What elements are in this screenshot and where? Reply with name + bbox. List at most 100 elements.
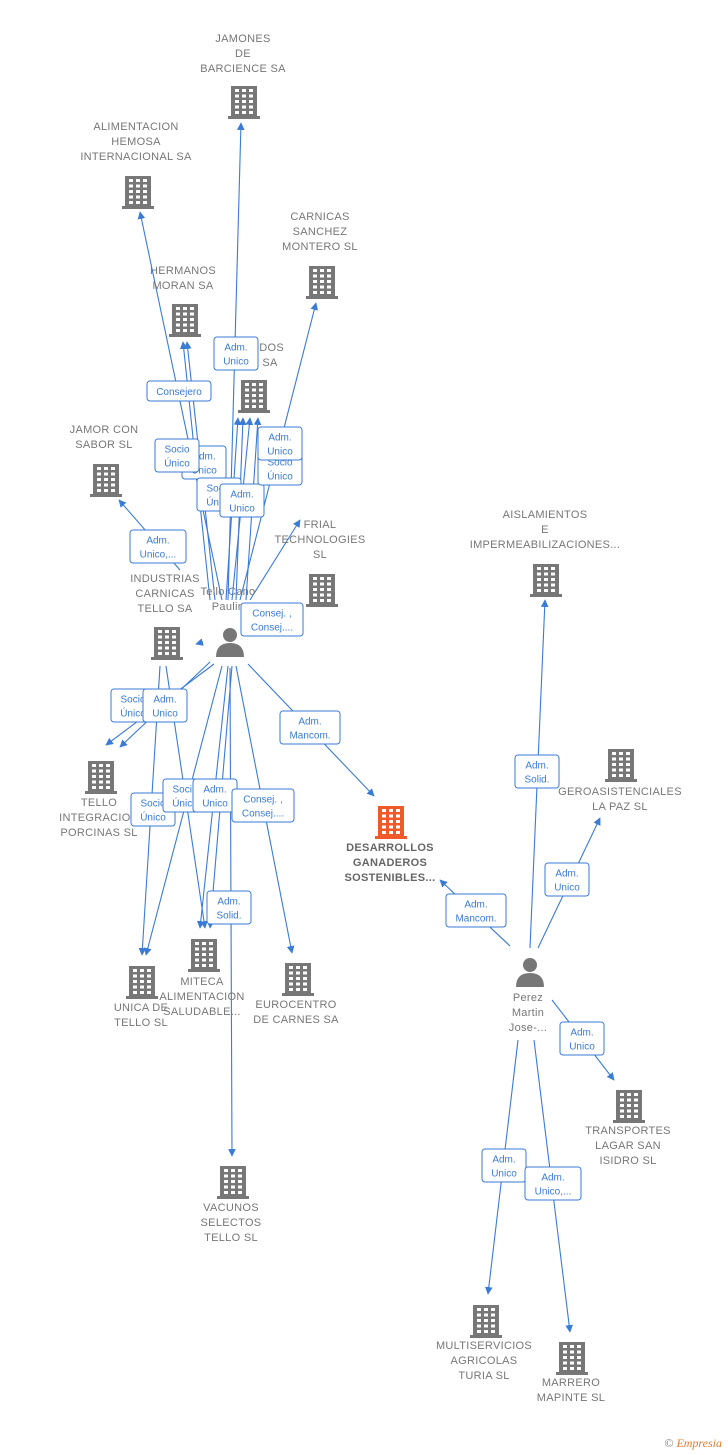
- edge-label-l6[interactable]: Adm. Unico: [219, 483, 265, 518]
- edge-label-text: Unico: [191, 466, 217, 477]
- edge-label-text: Socio: [164, 445, 189, 456]
- building-icon: [282, 963, 314, 996]
- edge-label-text: Adm.: [146, 536, 169, 547]
- edge-label-l16[interactable]: Adm.Unico: [192, 778, 238, 813]
- edge-label-text: Adm.: [153, 695, 176, 706]
- company-label-line: MONTERO SL: [282, 241, 358, 253]
- edge-label-text: Socio: [120, 695, 145, 706]
- company-node-desarrollos[interactable]: DESARROLLOSGANADEROSSOSTENIBLES...: [345, 806, 436, 884]
- company-label-line: JAMOR CON: [70, 424, 139, 436]
- company-label-line: SALUDABLE...: [163, 1006, 241, 1018]
- edge-label-text: Adm.: [570, 1028, 593, 1039]
- edge-label-l17[interactable]: Consej. , Consej....: [231, 788, 295, 823]
- edge-label-l8[interactable]: Adm.Unico: [257, 426, 303, 461]
- company-label-line: CARNICAS: [290, 211, 349, 223]
- company-label-line: DE CARNES SA: [253, 1014, 339, 1026]
- company-label-line: TELLO SA: [138, 603, 193, 615]
- edge-label-text: Consej. ,: [243, 795, 282, 806]
- person-label-line: Jose-...: [509, 1022, 547, 1034]
- company-label-line: SANCHEZ: [293, 226, 348, 238]
- edge-label-l2[interactable]: Consejero: [146, 380, 212, 402]
- edge-label-text: Adm.: [492, 1155, 515, 1166]
- edge-label-text: Adm.: [224, 343, 247, 354]
- edge-label-text: Único: [140, 811, 166, 824]
- edge-label-text: Adm.: [525, 761, 548, 772]
- edge-label-text: Adm.: [464, 900, 487, 911]
- company-label-line: SA: [262, 357, 278, 369]
- company-label-line: TELLO SL: [114, 1017, 168, 1029]
- edge-label-l24[interactable]: Adm.Unico,...: [524, 1166, 582, 1201]
- company-label-line: TURIA SL: [458, 1370, 509, 1382]
- company-label-line: IMPERMEABILIZACIONES...: [470, 539, 621, 551]
- company-label-line: TELLO SL: [204, 1232, 258, 1244]
- edge-label-l9[interactable]: Adm. Unico,...: [129, 529, 187, 564]
- edge-label-l1[interactable]: Adm.Unico: [213, 336, 259, 371]
- person-node-perez[interactable]: PerezMartinJose-...: [509, 958, 547, 1034]
- company-node-jamor[interactable]: JAMOR CON SABOR SL: [70, 424, 139, 497]
- edge-label-l10[interactable]: Consej. ,Consej....: [240, 602, 304, 637]
- edge-label-l22[interactable]: Adm.Unico: [559, 1021, 605, 1056]
- edge-label-l21[interactable]: Adm.Mancom.: [445, 893, 507, 928]
- company-label-line: LA PAZ SL: [592, 801, 648, 813]
- edge-label-l12[interactable]: Adm.Unico: [142, 688, 188, 723]
- edge-label-text: Consej....: [242, 809, 284, 820]
- company-node-carnicas-sanchez[interactable]: CARNICAS SANCHEZ MONTERO SL: [282, 211, 358, 299]
- company-label-line: SABOR SL: [75, 439, 132, 451]
- company-label-line: INTEGRACION: [59, 812, 139, 824]
- edge-label-l18[interactable]: Adm.Solid.: [206, 890, 252, 925]
- edge-label-text: Consejero: [156, 387, 202, 398]
- edge-label-text: Único: [172, 797, 198, 810]
- building-icon: [375, 806, 407, 839]
- edge-label-text: Adm.: [192, 452, 215, 463]
- edge-label-l19[interactable]: Adm.Solid.: [514, 754, 560, 789]
- company-label-line: AISLAMIENTOS: [503, 509, 588, 521]
- company-label-line: TRANSPORTES: [585, 1125, 671, 1137]
- person-label-line: Tello Cano: [201, 586, 256, 598]
- company-label-line: UNICA DE: [114, 1002, 168, 1014]
- edge-label-text: Único: [267, 470, 293, 483]
- company-node-miteca[interactable]: MITECA ALIMENTACION SALUDABLE...: [159, 939, 244, 1018]
- company-label-line: MITECA: [180, 976, 224, 988]
- company-label-line: AGRICOLAS: [451, 1355, 518, 1367]
- company-node-geroasistenciales[interactable]: GEROASISTENCIALES LA PAZ SL: [558, 749, 682, 813]
- company-label-line: JAMONES: [215, 33, 270, 45]
- edge-label-text: Unico: [229, 504, 255, 515]
- edge-label-text: Socio: [206, 484, 231, 495]
- edge-label-text: Adm.: [230, 490, 253, 501]
- company-label-line: HEMOSA: [111, 136, 161, 148]
- company-label-line: ALIMENTACION: [159, 991, 244, 1003]
- building-icon: [122, 176, 154, 209]
- edge-label-text: Unico,...: [140, 550, 177, 561]
- building-icon: [470, 1305, 502, 1338]
- company-label-line: ISIDRO SL: [599, 1155, 656, 1167]
- company-label-line: GEROASISTENCIALES: [558, 786, 682, 798]
- edge-label-text: Unico,...: [535, 1187, 572, 1198]
- edge-label-l13[interactable]: Adm.Mancom.: [279, 710, 341, 745]
- company-node-aislamientos[interactable]: AISLAMIENTOSEIMPERMEABILIZACIONES...: [470, 509, 621, 597]
- building-icon: [306, 574, 338, 607]
- company-label-line: SELECTOS: [201, 1217, 262, 1229]
- building-icon: [228, 86, 260, 119]
- edge-label-l20[interactable]: Adm.Unico: [544, 862, 590, 897]
- company-node-unica[interactable]: UNICA DE TELLO SL: [114, 966, 168, 1029]
- footer-brand[interactable]: © Empresia: [664, 1436, 722, 1451]
- edge-label-text: Consej....: [251, 623, 293, 634]
- edge-label-l23[interactable]: Adm.Unico: [481, 1148, 527, 1183]
- edge-label-text: Mancom.: [289, 731, 330, 742]
- person-label-line: Perez: [513, 992, 543, 1004]
